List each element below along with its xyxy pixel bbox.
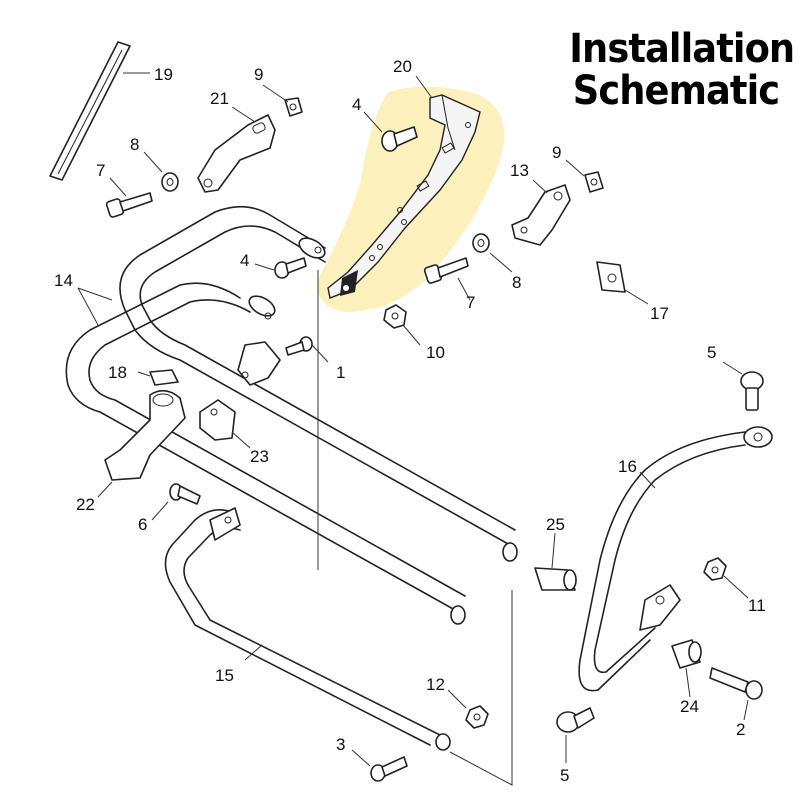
callout-4-lower: 4 (240, 251, 249, 270)
callout-21: 21 (210, 89, 229, 108)
callout-6: 6 (138, 515, 147, 534)
part-15-lower-frame (164, 507, 451, 751)
callout-7-right: 7 (466, 293, 475, 312)
part-21-bracket (197, 114, 276, 193)
part-5-bolt-lower (556, 707, 595, 733)
callout-9-right: 9 (552, 143, 561, 162)
callout-23: 23 (250, 447, 269, 466)
part-13-bracket (511, 184, 571, 246)
callout-19: 19 (154, 65, 173, 84)
callout-20: 20 (393, 57, 412, 76)
callout-3: 3 (336, 735, 345, 754)
part-12-nut (465, 705, 489, 729)
part-9-clip-upper (284, 97, 303, 117)
callout-7-left: 7 (96, 161, 105, 180)
callout-22: 22 (76, 495, 95, 514)
callout-24: 24 (680, 697, 699, 716)
callout-17: 17 (650, 304, 669, 323)
part-17-plate (596, 261, 626, 293)
part-6-bolt (169, 483, 201, 505)
callout-2: 2 (736, 720, 745, 739)
title-line-2: Schematic (572, 68, 780, 114)
callout-10: 10 (426, 343, 445, 362)
callout-4-upper: 4 (352, 95, 361, 114)
part-11-nut (703, 557, 727, 581)
part-4-bolt-upper (381, 126, 418, 152)
callout-8-right: 8 (512, 273, 521, 292)
callout-5-upper: 5 (707, 343, 716, 362)
title-line-1: Installation (569, 26, 795, 72)
part-24-spacer (671, 639, 702, 669)
part-9-clip-right (584, 171, 604, 193)
part-8-washer-left (161, 172, 179, 192)
callout-25: 25 (546, 515, 565, 534)
part-22-bracket (104, 389, 186, 481)
callout-12: 12 (426, 675, 445, 694)
callout-1: 1 (336, 363, 345, 382)
part-2-bolt (709, 667, 763, 700)
part-4-bolt-lower (274, 257, 307, 279)
callout-labels: 19 9 21 20 4 8 7 9 13 14 4 7 8 17 1 10 1… (54, 57, 766, 785)
part-23-clamp (199, 399, 236, 441)
leader-lines (77, 72, 749, 786)
callout-11: 11 (748, 596, 766, 615)
part-14-upper-frame (65, 205, 518, 625)
part-25-spacer (534, 567, 577, 591)
callout-18: 18 (108, 363, 127, 382)
clamp-upper (237, 341, 281, 386)
part-7-bolt-right (423, 257, 469, 284)
callout-15: 15 (215, 666, 234, 685)
part-20-mount-bracket (327, 94, 481, 299)
part-5-bolt-upper (740, 371, 764, 411)
callout-13: 13 (510, 161, 529, 180)
callout-14: 14 (54, 271, 73, 290)
part-1-screw (285, 336, 313, 356)
diagram-title: Installation Schematic (560, 26, 795, 114)
callout-16: 16 (618, 457, 637, 476)
callout-5-lower: 5 (560, 766, 569, 785)
callout-8-left: 8 (130, 135, 139, 154)
part-3-bolt (370, 756, 408, 782)
part-18-pad (149, 369, 179, 386)
part-16-side-bar (578, 426, 773, 692)
part-7-bolt-left (105, 192, 153, 218)
part-19-strip (49, 41, 131, 181)
callout-9-upper: 9 (254, 65, 263, 84)
part-8-washer-right (472, 233, 490, 253)
part-10-nut (383, 304, 407, 329)
